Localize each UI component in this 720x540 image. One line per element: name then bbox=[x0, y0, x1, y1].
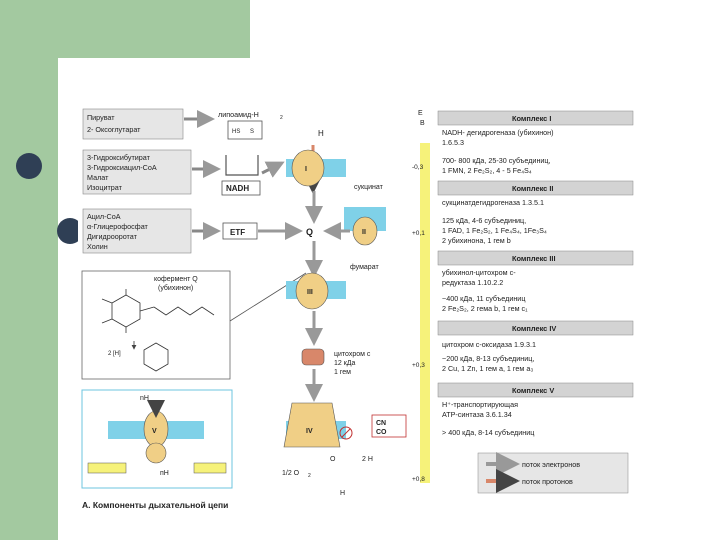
inhibitor-box bbox=[371, 414, 407, 438]
h2o-label: H bbox=[340, 490, 345, 497]
substrate-label: Малат bbox=[87, 173, 109, 182]
complex-iv-numeral: IV bbox=[306, 428, 313, 435]
complex-line: 700- 800 кДа, 25-30 субъединиц, bbox=[442, 156, 551, 165]
etf-label: ETF bbox=[230, 228, 245, 237]
legend-protons-label: поток протонов bbox=[522, 477, 573, 486]
figure-caption: А. Компоненты дыхательной цепи bbox=[82, 500, 228, 510]
half-o2-label: 1/2 O bbox=[282, 470, 300, 477]
co-label: CO bbox=[376, 429, 387, 436]
nadh-label: NADH bbox=[226, 184, 249, 193]
substrate-group-1: Пируват 2- Оксоглутарат bbox=[82, 108, 184, 140]
inhibitor-symbol bbox=[339, 426, 353, 440]
complex-line: сукцинатдегидрогеназа 1.3.5.1 bbox=[442, 198, 544, 207]
q-label: Q bbox=[306, 227, 313, 237]
complex-line: 2 Cu, 1 Zn, 1 гем a, 1 гем a₃ bbox=[442, 364, 533, 373]
succinate-label: сукцинат bbox=[354, 184, 384, 191]
cn-label: CN bbox=[376, 420, 386, 427]
substrate-label: α-Глицерофосфат bbox=[87, 222, 149, 231]
legend-electrons-label: поток электронов bbox=[522, 460, 580, 469]
isoprene-chain bbox=[153, 306, 215, 316]
complex-line: 1 FAD, 1 Fe₂S₂, 1 Fe₄S₄, 1Fe₃S₄ bbox=[442, 226, 547, 235]
nadh-box bbox=[221, 180, 261, 196]
bullet-point-1 bbox=[16, 153, 42, 179]
substrate-group-2: 3-Гидроксибутират 3-Гидроксиацил-СоА Мал… bbox=[82, 149, 192, 195]
complex-iii-shape bbox=[295, 272, 329, 310]
respiratory-chain-figure: Пируват 2- Оксоглутарат липоамид-H 2 HS … bbox=[78, 103, 635, 515]
substrate-label: Ацил-СоА bbox=[87, 212, 121, 221]
scale-header-unit: B bbox=[420, 120, 425, 127]
complex-line: > 400 кДа, 8-14 субъединиц bbox=[442, 428, 534, 437]
complex-i-numeral: I bbox=[305, 166, 307, 173]
substrate-label: 2- Оксоглутарат bbox=[87, 125, 141, 134]
redox-scale-bar bbox=[420, 143, 430, 483]
complex-header: Комплекс V bbox=[512, 386, 554, 395]
complex-ii-shape bbox=[352, 216, 378, 246]
o2-subscript: 2 bbox=[308, 473, 311, 479]
svg-text:2 [H]: 2 [H] bbox=[108, 351, 121, 357]
substrate-label: 3-Гидроксиацил-СоА bbox=[87, 163, 157, 172]
fumarate-label: фумарат bbox=[350, 264, 379, 271]
ph-plus-label: пH bbox=[160, 470, 169, 477]
scale-tick-label: +0,8 bbox=[412, 476, 425, 483]
respiratory-chain-svg: Пируват 2- Оксоглутарат липоамид-H 2 HS … bbox=[81, 108, 634, 510]
complex-line: H⁺-транспортирующая bbox=[442, 400, 518, 409]
cytochrome-c-shape bbox=[301, 348, 325, 366]
complex-line: АТР-синтаза 3.6.1.34 bbox=[442, 410, 512, 419]
complex-iii-numeral: III bbox=[307, 289, 313, 296]
legend: поток электронов поток протонов bbox=[477, 452, 629, 494]
complex-header: Комплекс IV bbox=[512, 324, 556, 333]
complex-v-panel: V nH пH bbox=[81, 389, 233, 489]
substrate-label: Дигидрооротат bbox=[87, 232, 138, 241]
complex-line: ~400 кДа, 11 субъединиц bbox=[442, 294, 525, 303]
complex-line: редуктаза 1.10.2.2 bbox=[442, 278, 503, 287]
s-label: S bbox=[250, 129, 254, 135]
nadh-to-complex1-arrow bbox=[261, 161, 285, 178]
slide-title-tab bbox=[58, 58, 263, 98]
coenzyme-q-subtitle: (убихинон) bbox=[158, 284, 193, 292]
nad-bracket bbox=[225, 155, 259, 176]
coenzyme-q-panel: кофермент Q (убихинон) 2 [H] bbox=[81, 270, 231, 380]
complex-line: 2 убихинона, 1 гем b bbox=[442, 236, 511, 245]
lipoamide-box bbox=[227, 120, 263, 140]
complex-line: 1 FMN, 2 Fe₂S₂, 4 - 5 Fe₄S₄ bbox=[442, 166, 532, 175]
scale-header-e: E bbox=[418, 110, 423, 117]
complex-header: Комплекс III bbox=[512, 254, 556, 263]
cyt-c-heme: 1 гем bbox=[334, 369, 351, 376]
complex-i-shape bbox=[291, 149, 325, 187]
scale-tick-label: -0,3 bbox=[412, 164, 424, 171]
nh-plus-label: nH bbox=[140, 395, 149, 402]
scale-tick-label: +0,1 bbox=[412, 230, 425, 237]
cyt-c-label: цитохром с bbox=[334, 351, 371, 358]
two-h-label: 2 H bbox=[362, 456, 373, 463]
complex-header: Комплекс I bbox=[512, 114, 551, 123]
complex-line: цитохром с-оксидаза 1.9.3.1 bbox=[442, 340, 536, 349]
complex-ii-numeral: II bbox=[362, 229, 366, 236]
substrate-label: Пируват bbox=[87, 113, 115, 122]
substrate-label: Изоцитрат bbox=[87, 183, 123, 192]
quinol-ring bbox=[143, 342, 169, 372]
complex-line: убихинол-цитохром с- bbox=[442, 268, 516, 277]
coenzyme-q-title: кофермент Q bbox=[154, 276, 198, 283]
lipoamide-label: липоамид-H bbox=[218, 110, 259, 119]
complex-line: ~200 кДа, 8-13 субъединиц, bbox=[442, 354, 534, 363]
lipoamide-subscript: 2 bbox=[280, 115, 283, 121]
etf-box bbox=[222, 222, 258, 240]
substrate-group-3: Ацил-СоА α-Глицерофосфат Дигидрооротат Х… bbox=[82, 208, 192, 254]
complex-iv-shape bbox=[283, 402, 341, 448]
complex-line: 1.6.5.3 bbox=[442, 138, 464, 147]
slide-green-left-band bbox=[0, 0, 58, 540]
substrate-label: 3-Гидроксибутират bbox=[87, 153, 151, 162]
hs-label: HS bbox=[232, 129, 240, 135]
complex-line: 2 Fe₂S₂, 2 гема b, 1 гем c₁ bbox=[442, 304, 528, 313]
scale-tick-label: +0,3 bbox=[412, 362, 425, 369]
complex-v-numeral: V bbox=[152, 428, 157, 435]
complex-table: Комплекс I NADH- дегидрогеназа (убихинон… bbox=[437, 110, 634, 437]
o-2minus-label: O bbox=[330, 456, 336, 463]
h-plus-label: H bbox=[318, 129, 324, 138]
cyt-c-mass: 12 кДа bbox=[334, 360, 356, 367]
complex-header: Комплекс II bbox=[512, 184, 553, 193]
substrate-label: Холин bbox=[87, 242, 108, 251]
complex-line: NADH- дегидрогеназа (убихинон) bbox=[442, 128, 554, 137]
complex-line: 125 кДа, 4-6 субъединиц, bbox=[442, 216, 526, 225]
